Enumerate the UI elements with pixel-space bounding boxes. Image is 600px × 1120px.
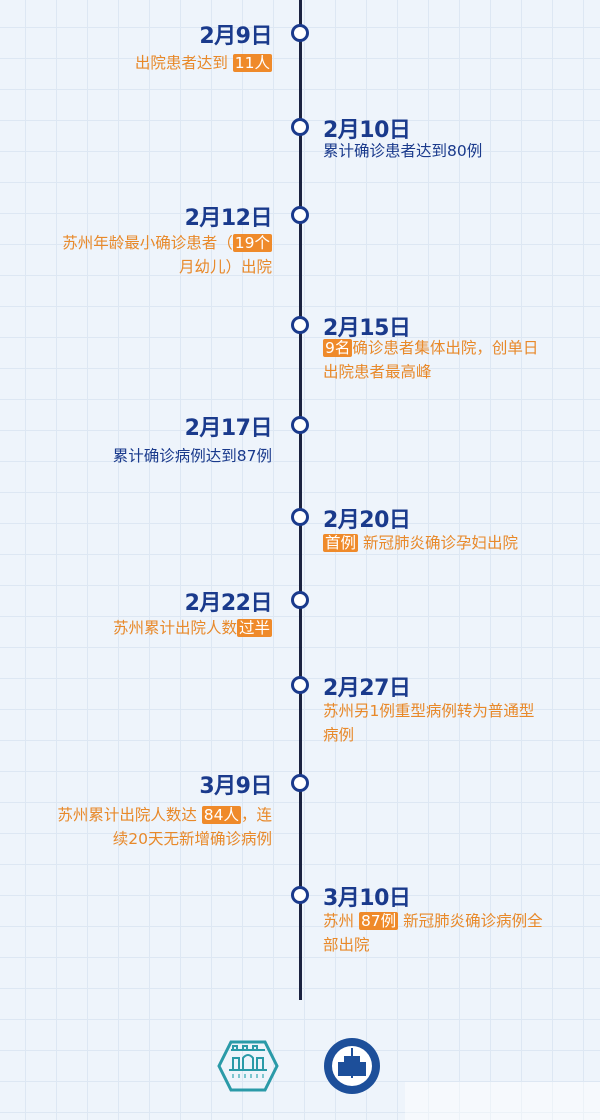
description-text: 累计确诊患者达到80例 — [323, 142, 483, 160]
description-text: 累计确诊病例达到87例 — [112, 447, 272, 465]
entry-description: 9名确诊患者集体出院，创单日出院患者最高峰 — [323, 336, 538, 384]
entry-description: 苏州另1例重型病例转为普通型病例 — [323, 699, 534, 747]
description-line: 苏州累计出院人数达 84人，连 — [57, 803, 272, 827]
description-text: 苏州累计出院人数达 — [57, 806, 202, 824]
entry-date: 2月9日 — [199, 24, 272, 49]
description-text: 出院患者最高峰 — [323, 363, 432, 381]
entry-date: 2月10日 — [323, 118, 411, 143]
description-line: 续20天无新增确诊病例 — [57, 827, 272, 851]
entry-description: 首例 新冠肺炎确诊孕妇出院 — [323, 531, 518, 555]
entry-date: 2月27日 — [323, 676, 411, 701]
description-line: 苏州 87例 新冠肺炎确诊病例全 — [323, 909, 543, 933]
highlight-badge: 87例 — [358, 912, 399, 930]
description-line: 出院患者达到 11人 — [135, 51, 272, 75]
description-line: 病例 — [323, 723, 534, 747]
timeline-dot-icon — [291, 508, 309, 526]
suzhou-city-logo — [217, 1040, 279, 1092]
description-line: 9名确诊患者集体出院，创单日 — [323, 336, 538, 360]
description-text: 新冠肺炎确诊孕妇出院 — [358, 534, 518, 552]
timeline-dot-icon — [291, 206, 309, 224]
description-text: 苏州另1例重型病例转为普通型 — [323, 702, 535, 720]
entry-date: 2月20日 — [323, 508, 411, 533]
entry-date: 2月17日 — [184, 416, 273, 441]
highlight-badge: 9名 — [323, 339, 353, 357]
description-text: 月幼儿）出院 — [178, 258, 272, 276]
description-line: 苏州年龄最小确诊患者（19个 — [62, 231, 272, 255]
entry-description: 累计确诊病例达到87例 — [113, 444, 272, 468]
description-line: 首例 新冠肺炎确诊孕妇出院 — [323, 531, 518, 555]
timeline-line — [299, 0, 302, 1000]
entry-description: 累计确诊患者达到80例 — [323, 139, 482, 163]
entry-date: 2月15日 — [323, 316, 411, 341]
description-text: 苏州 — [323, 912, 359, 930]
description-text: 确诊患者集体出院，创单日 — [352, 339, 539, 357]
highlight-badge: 首例 — [323, 534, 359, 552]
health-commission-seal — [324, 1038, 380, 1094]
description-text: 病例 — [323, 726, 355, 744]
entry-description: 出院患者达到 11人 — [135, 51, 272, 75]
timeline-dot-icon — [291, 774, 309, 792]
description-text: 续20天无新增确诊病例 — [112, 830, 272, 848]
watermark — [405, 1082, 600, 1120]
entry-date: 2月22日 — [184, 591, 273, 616]
entry-description: 苏州 87例 新冠肺炎确诊病例全部出院 — [323, 909, 543, 957]
entry-date: 2月12日 — [184, 206, 273, 231]
timeline-dot-icon — [291, 24, 309, 42]
description-line: 月幼儿）出院 — [62, 255, 272, 279]
entry-description: 苏州累计出院人数过半 — [113, 616, 272, 640]
timeline-dot-icon — [291, 676, 309, 694]
timeline-dot-icon — [291, 416, 309, 434]
entry-description: 苏州累计出院人数达 84人，连续20天无新增确诊病例 — [57, 803, 272, 851]
timeline-dot-icon — [291, 886, 309, 904]
description-text: 出院患者达到 — [134, 54, 233, 72]
description-line: 苏州另1例重型病例转为普通型 — [323, 699, 534, 723]
entry-description: 苏州年龄最小确诊患者（19个月幼儿）出院 — [62, 231, 272, 279]
description-line: 累计确诊病例达到87例 — [113, 444, 272, 468]
highlight-badge: 11人 — [232, 54, 272, 72]
description-text: 部出院 — [323, 936, 370, 954]
description-text: 新冠肺炎确诊病例全 — [398, 912, 543, 930]
description-text: 苏州累计出院人数 — [112, 619, 237, 637]
timeline-dot-icon — [291, 591, 309, 609]
highlight-badge: 84人 — [201, 806, 241, 824]
description-line: 部出院 — [323, 933, 543, 957]
entry-date: 3月10日 — [323, 886, 411, 911]
description-text: 苏州年龄最小确诊患者（ — [62, 234, 233, 252]
highlight-badge: 过半 — [236, 619, 272, 637]
timeline-dot-icon — [291, 316, 309, 334]
description-line: 苏州累计出院人数过半 — [113, 616, 272, 640]
highlight-badge: 19个 — [232, 234, 272, 252]
description-line: 出院患者最高峰 — [323, 360, 538, 384]
entry-date: 3月9日 — [199, 774, 272, 799]
description-text: ，连 — [240, 806, 272, 824]
timeline-dot-icon — [291, 118, 309, 136]
description-line: 累计确诊患者达到80例 — [323, 139, 482, 163]
